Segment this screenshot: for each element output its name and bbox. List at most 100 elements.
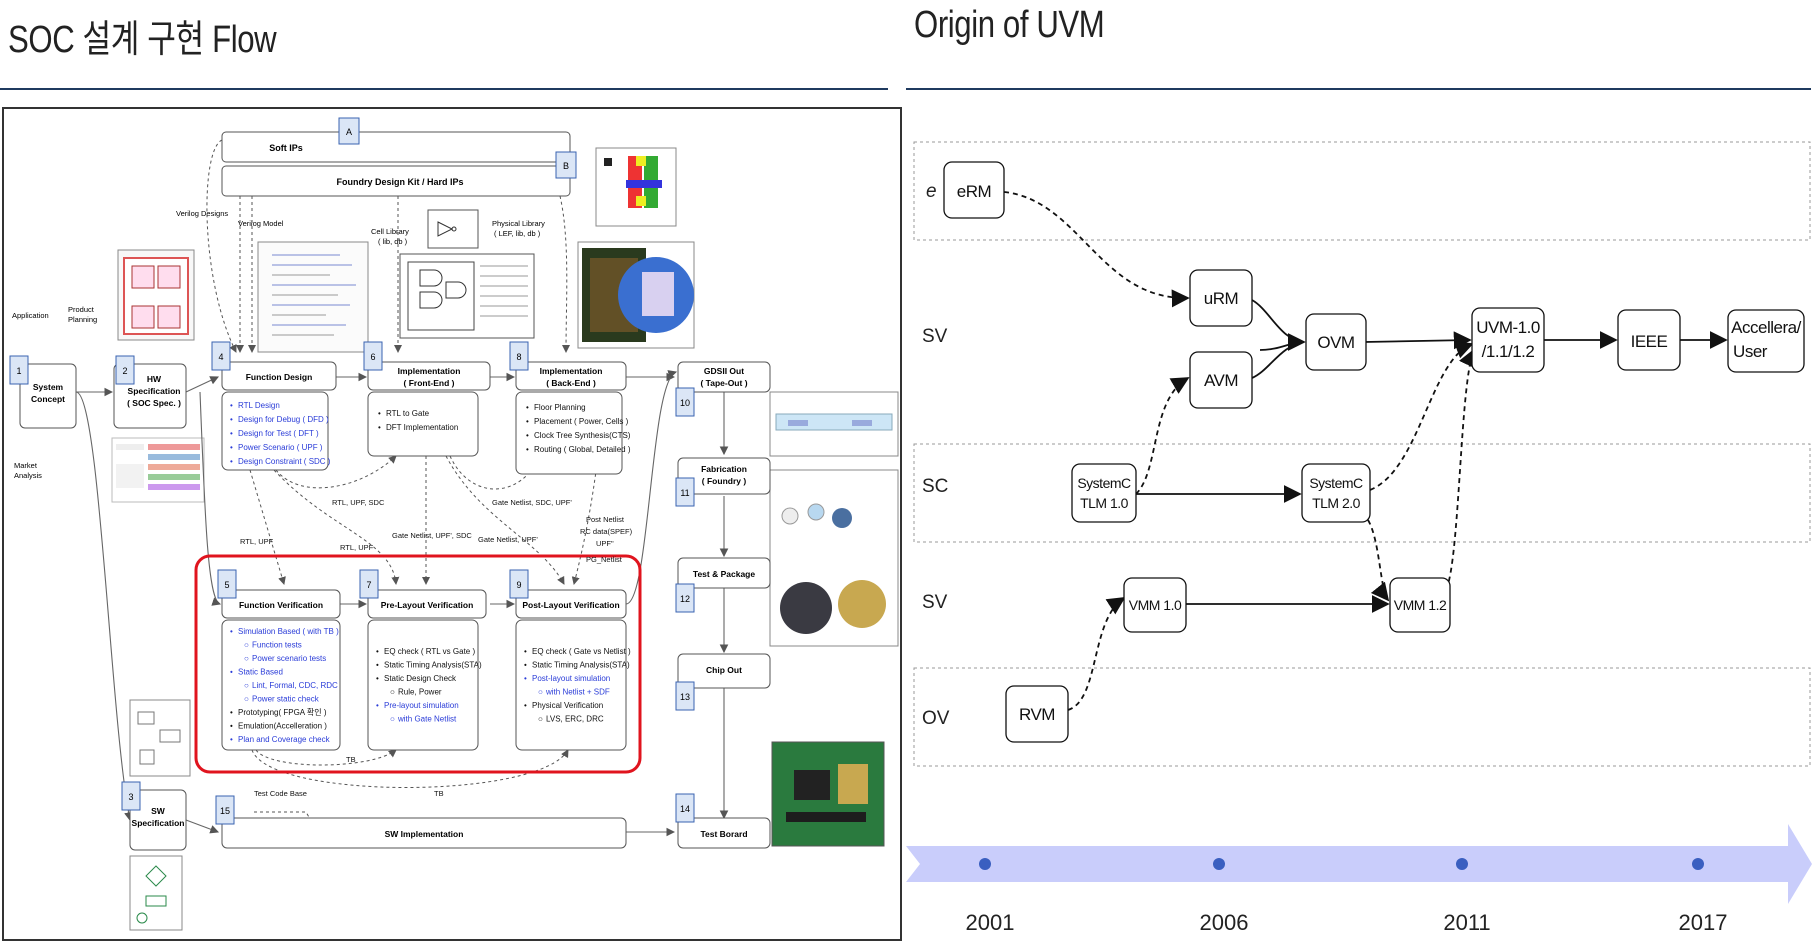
arrow-2-4 — [185, 376, 219, 393]
edge-post-netlist: Post Netlist — [586, 515, 625, 524]
fv-items-bullet: ○ — [244, 654, 249, 663]
node-avm — [1189, 351, 1253, 409]
pl-items-item: Static Timing Analysis(STA) — [384, 661, 482, 670]
fv-items-item: Prototyping( FPGA 확인 ) — [238, 707, 327, 717]
node-vmm12-label: VMM 1.2 — [1394, 597, 1447, 613]
be-items-item: Routing ( Global, Detailed ) — [534, 445, 631, 454]
pl-items-item: Pre-layout simulation — [384, 701, 459, 710]
svg-text:1: 1 — [16, 366, 21, 376]
dash-4-5 — [249, 469, 286, 585]
fv-items-bullet: • — [230, 722, 233, 731]
svg-text:14: 14 — [680, 804, 690, 814]
edge-gate-netlist-sdc-upf: Gate Netlist, SDC, UPF' — [492, 498, 572, 507]
fd-items-bullet: • — [230, 415, 233, 424]
timeline-dot — [1692, 858, 1704, 870]
row-label-sc: SC — [922, 476, 948, 497]
dash-8-9 — [571, 455, 599, 585]
edge-systemc1-avm — [1135, 377, 1190, 495]
node-ieee-label: IEEE — [1631, 332, 1668, 351]
pl-items-item: Rule, Power — [398, 688, 442, 697]
step-5: Function Verification 5 •Simulation Base… — [217, 569, 341, 751]
node-accellera — [1727, 309, 1805, 373]
dash-4-7 — [273, 469, 400, 585]
label-verilog-designs: Verilog Designs — [176, 209, 228, 218]
svg-text:Function Verification: Function Verification — [239, 600, 323, 610]
timeline-dot — [1213, 858, 1225, 870]
edge-ovm-merge — [1259, 333, 1306, 352]
svg-text:12: 12 — [680, 594, 690, 604]
thumbnail-block-diagram — [117, 249, 195, 341]
node-vmm12 — [1389, 577, 1451, 633]
po-items-bullet: • — [524, 647, 527, 656]
label-physical-library: Physical Library( LEF, lib, db ) — [492, 219, 545, 238]
fv-items-bullet: • — [230, 708, 233, 717]
po-items-item: with Netlist + SDF — [545, 688, 610, 697]
soft-ips-bar: Soft IPs A — [221, 117, 571, 163]
fe-items-item: DFT Implementation — [386, 423, 458, 432]
timeline-band — [906, 824, 1812, 904]
tag-a: A — [346, 127, 352, 137]
thumbnail-code-listing — [257, 241, 369, 353]
po-items-item: EQ check ( Gate vs Netlist ) — [532, 647, 631, 656]
node-erm — [943, 161, 1005, 219]
row-label-e: e — [926, 181, 937, 202]
po-items-bullet: ○ — [538, 715, 543, 724]
be-items-bullet: • — [526, 403, 529, 412]
fv-items-bullet: ○ — [244, 695, 249, 704]
step-9: Post-Layout Verification 9 •EQ check ( G… — [509, 569, 631, 751]
fd-items-bullet: • — [230, 443, 233, 452]
timeline-year: 2001 — [966, 910, 1015, 935]
po-items-bullet: • — [524, 674, 527, 683]
po-items-item: Physical Verification — [532, 701, 603, 710]
lane-ov — [913, 667, 1811, 767]
svg-text:Fabrication( Foundry ): Fabrication( Foundry ) — [701, 464, 747, 486]
dash-6-9 — [445, 455, 565, 585]
lane-sc — [913, 443, 1811, 543]
edge-urm-ovm — [1251, 299, 1305, 343]
svg-text:Chip Out: Chip Out — [706, 665, 742, 675]
edge-test-code-base: Test Code Base — [254, 789, 307, 798]
svg-text:Implementation( Back-End ): Implementation( Back-End ) — [540, 366, 603, 388]
svg-text:3: 3 — [128, 792, 133, 802]
lane-e — [913, 141, 1811, 241]
fd-items-item: Design for Test ( DFT ) — [238, 429, 319, 438]
pl-items-bullet: • — [376, 661, 379, 670]
node-rvm — [1005, 685, 1069, 743]
step-10: GDSII Out( Tape-Out ) 10 — [675, 361, 771, 417]
thumbnail-fab-process — [769, 469, 899, 647]
row-label-ov: OV — [922, 708, 950, 729]
svg-text:15: 15 — [220, 806, 230, 816]
node-urm — [1189, 269, 1253, 327]
step-13: Chip Out 13 — [675, 653, 771, 711]
po-items-item: Static Timing Analysis(STA) — [532, 661, 630, 670]
foundry-kit-bar: Foundry Design Kit / Hard IPs B — [221, 151, 577, 197]
svg-text:Implementation( Front-End ): Implementation( Front-End ) — [398, 366, 461, 388]
thumbnail-spec-table — [111, 437, 205, 503]
left-title: SOC 설계 구현 Flow — [8, 19, 277, 61]
fe-items-bullet: • — [378, 423, 381, 432]
verification-highlight — [194, 554, 642, 774]
po-items-bullet: • — [524, 661, 527, 670]
fe-items-item: RTL to Gate — [386, 409, 430, 418]
step-14: Test Borard 14 — [675, 793, 771, 849]
step-4: Function Design 4 •RTL Design•Design for… — [211, 341, 337, 471]
edge-tb-1: TB — [346, 755, 356, 764]
arrow-2-5 — [199, 391, 222, 606]
node-ovm — [1305, 313, 1367, 371]
step-15: SW Implementation 15 — [215, 795, 627, 849]
right-title: Origin of UVM — [914, 4, 1105, 46]
step-11: Fabrication( Foundry ) 11 — [675, 457, 771, 507]
thumbnail-chip-layout — [577, 241, 695, 349]
step-8: Implementation( Back-End ) 8 •Floor Plan… — [509, 341, 631, 475]
node-rvm-label: RVM — [1019, 705, 1055, 724]
po-items-item: LVS, ERC, DRC — [546, 715, 604, 724]
fd-items-item: Design for Debug ( DFD ) — [238, 415, 329, 424]
edge-upf2: UPF" — [596, 539, 614, 548]
tag-b-box — [555, 151, 577, 179]
